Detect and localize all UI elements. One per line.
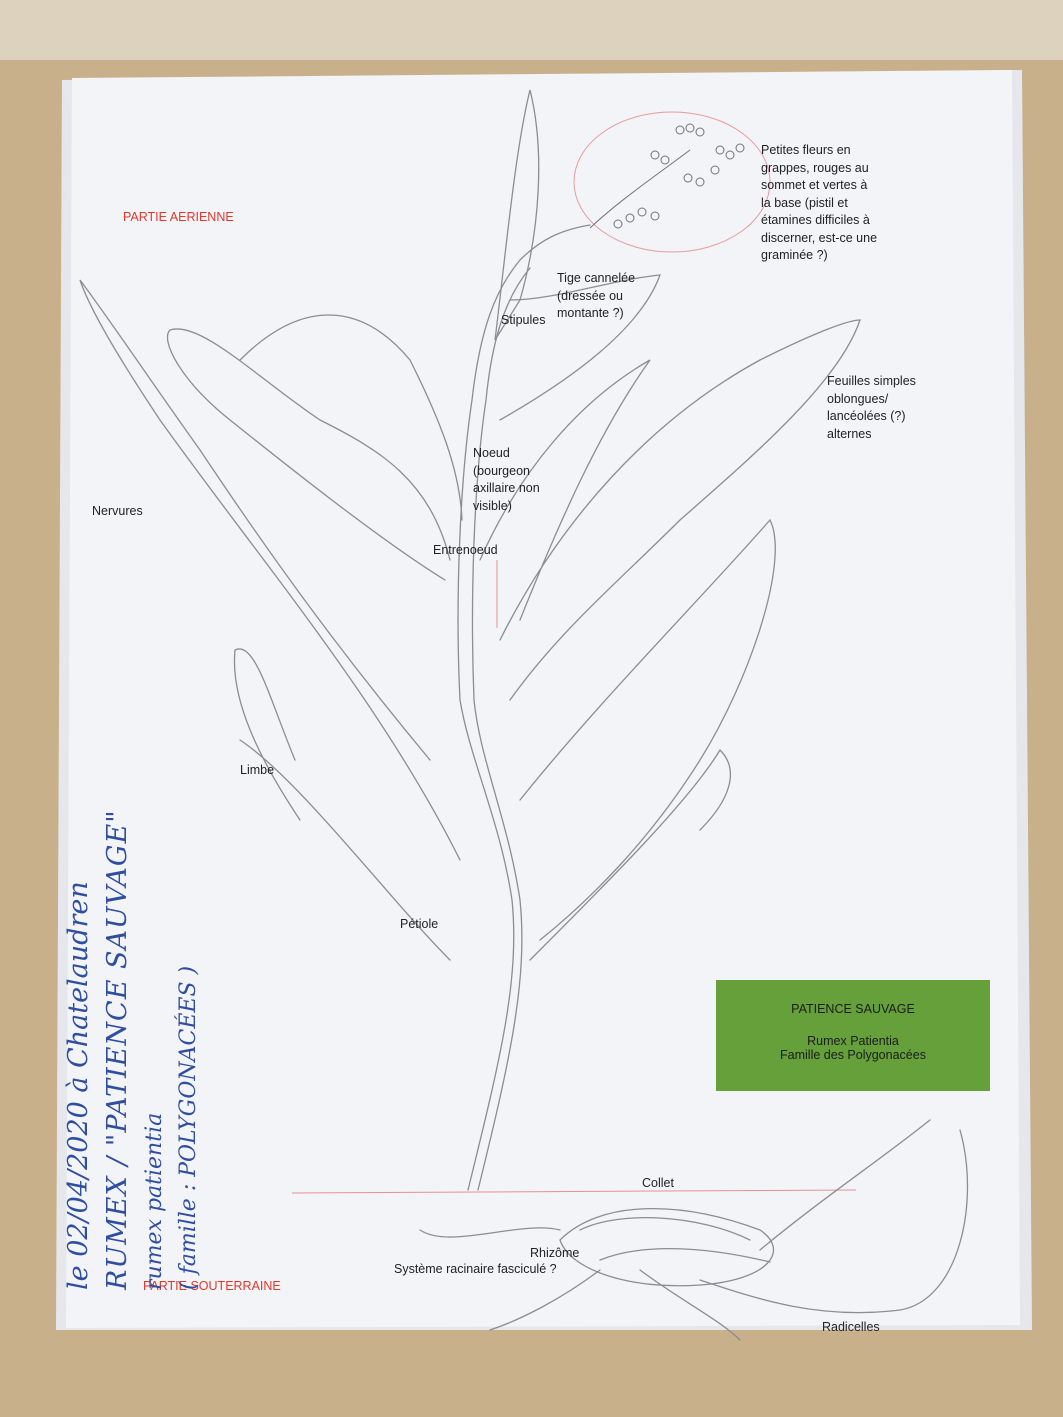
flower-bud xyxy=(650,150,660,160)
label-tige-line: (dressée ou xyxy=(557,288,624,303)
hand-line-latin: rumex patientia xyxy=(142,1112,167,1290)
label-stipules: Stipules xyxy=(501,313,546,327)
upper-right-leaf xyxy=(499,274,661,421)
root-1 xyxy=(579,1217,751,1241)
label-radicelles: Radicelles xyxy=(822,1320,880,1334)
root-7 xyxy=(759,1119,931,1251)
handwritten-note: le 02/04/2020 à Chatelaudren RUMEX / "PA… xyxy=(60,809,230,1290)
petiole-leaf xyxy=(239,739,451,961)
table-top-light xyxy=(0,0,1063,60)
main-stem-2 xyxy=(471,267,531,1191)
label-nervures: Nervures xyxy=(92,504,143,518)
label-tige-line: Tige cannelée xyxy=(557,271,636,285)
flower-bud xyxy=(625,213,635,223)
label-partie-souterraine: PARTIE SOUTERRAINE xyxy=(143,1279,281,1293)
left-leaf xyxy=(166,328,451,581)
label-tige: Tige cannelée (dressée ou montante ?) xyxy=(557,270,635,323)
right-leaf xyxy=(499,319,861,701)
label-limbe: Limbe xyxy=(240,763,275,777)
label-fleurs-line: graminée ?) xyxy=(761,248,828,262)
flower-bud xyxy=(710,165,720,175)
label-petiole: Pétiole xyxy=(400,917,439,931)
hand-line-name: RUMEX / "PATIENCE SAUVAGE" xyxy=(102,809,133,1290)
flower-bud xyxy=(613,219,623,229)
label-feuilles-line: oblongues/ xyxy=(827,391,889,406)
flower-bud xyxy=(660,155,670,165)
plant-drawing xyxy=(79,89,969,1341)
limbe-leaf xyxy=(233,648,301,821)
info-box: PATIENCE SAUVAGE Rumex Patientia Famille… xyxy=(716,980,990,1091)
flower-bud xyxy=(735,143,745,153)
flower-bud xyxy=(715,145,725,155)
flower-bud xyxy=(683,173,693,183)
hand-line-date: le 02/04/2020 à Chatelaudren xyxy=(63,881,94,1290)
label-fleurs-line: discerner, est-ce une xyxy=(761,230,878,245)
label-tige-line: montante ?) xyxy=(557,306,624,320)
root-6 xyxy=(419,1227,561,1238)
left-leaf-2 xyxy=(239,314,463,521)
label-noeud-line: (bourgeon xyxy=(473,463,530,478)
info-title: PATIENCE SAUVAGE xyxy=(791,1002,915,1016)
label-noeud: Noeud (bourgeon axillaire non visible) xyxy=(473,445,540,515)
ground-line xyxy=(291,1189,857,1194)
info-latin: Rumex Patientia xyxy=(807,1034,899,1048)
label-fleurs-line: étamines difficiles à xyxy=(761,213,870,227)
label-collet: Collet xyxy=(642,1176,674,1190)
root-mass xyxy=(559,1207,774,1287)
mid-right-leaf xyxy=(479,359,651,621)
label-systeme: Système racinaire fasciculé ? xyxy=(394,1262,557,1276)
flower-bud xyxy=(650,211,660,221)
label-noeud-line: visible) xyxy=(473,498,512,513)
label-fleurs-line: grappes, rouges au xyxy=(761,160,869,175)
label-entrenoeud: Entrenoeud xyxy=(433,543,498,557)
flower-circle xyxy=(573,111,771,253)
flower-bud xyxy=(725,150,735,160)
hand-line-family: ( famille : POLYGONACÉES ) xyxy=(176,965,201,1290)
flower-cluster xyxy=(589,123,745,229)
label-partie-aerienne: PARTIE AERIENNE xyxy=(123,210,234,224)
flower-stalk xyxy=(589,149,691,229)
info-family: Famille des Polygonacées xyxy=(780,1048,926,1062)
label-fleurs-line: Petites fleurs en xyxy=(761,143,851,157)
label-fleurs: Petites fleurs en grappes, rouges au som… xyxy=(761,142,877,265)
label-rhizome: Rhizôme xyxy=(530,1246,580,1260)
label-noeud-line: axillaire non xyxy=(473,481,540,495)
label-fleurs-line: sommet et vertes à xyxy=(761,178,868,192)
label-noeud-line: Noeud xyxy=(473,446,510,460)
flower-bud xyxy=(675,125,685,135)
flower-bud xyxy=(685,123,695,133)
root-2 xyxy=(599,1247,771,1263)
lower-right-leaf-2 xyxy=(529,748,732,961)
main-stem xyxy=(457,224,591,1191)
far-left-leaf xyxy=(79,279,461,861)
flower-bud xyxy=(695,127,705,137)
label-feuilles: Feuilles simples oblongues/ lancéolées (… xyxy=(827,373,916,443)
root-4 xyxy=(699,1129,969,1314)
label-feuilles-line: Feuilles simples xyxy=(827,374,916,388)
label-fleurs-line: la base (pistil et xyxy=(761,195,848,210)
lower-right-leaf xyxy=(519,518,776,941)
top-leaf xyxy=(494,89,540,341)
label-feuilles-line: alternes xyxy=(827,426,872,441)
flower-bud xyxy=(637,207,647,217)
root-3 xyxy=(639,1269,741,1341)
root-5 xyxy=(489,1269,601,1331)
label-feuilles-line: lancéolées (?) xyxy=(827,409,906,423)
flower-bud xyxy=(695,177,705,187)
